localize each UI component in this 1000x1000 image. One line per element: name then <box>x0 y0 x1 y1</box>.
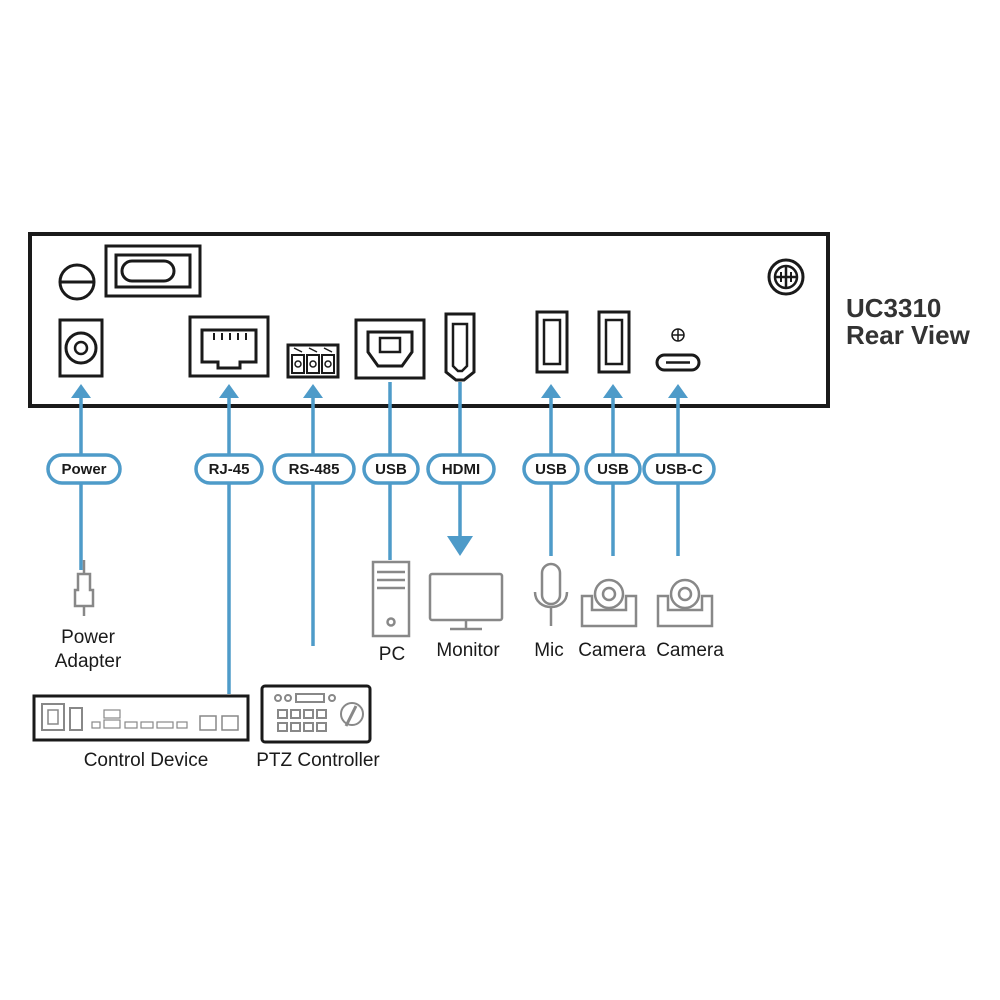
microphone-icon <box>533 562 569 626</box>
port-label-rj45: RJ-45 <box>209 461 250 478</box>
port-label-usb-mic: USB <box>535 461 567 478</box>
monitor-label: Monitor <box>436 640 500 661</box>
ptz-camera-icon <box>656 578 714 628</box>
dc-power-jack-icon <box>58 318 104 378</box>
port-label-rs485: RS-485 <box>289 461 340 478</box>
power-switch-icon <box>104 244 202 298</box>
rj45-port-icon <box>188 315 270 378</box>
rs485-arrowhead <box>303 384 323 398</box>
pc-tower-icon <box>371 560 411 638</box>
hdmi-arrowhead <box>447 536 473 556</box>
port-label-usb-pc: USB <box>375 461 407 478</box>
port-labels: Power RJ-45 RS-485 USB HDMI USB USB USB-… <box>46 453 716 485</box>
rear-panel <box>28 232 830 408</box>
pc-label: PC <box>379 644 405 665</box>
title-model: UC3310 <box>846 293 941 323</box>
ptz-camera-icon <box>580 578 638 628</box>
power-adapter-label-1: Power <box>61 627 116 648</box>
usb-a-port-icon <box>535 310 569 374</box>
port-label-usbc-cam: USB-C <box>655 461 703 478</box>
rs485-terminal-icon <box>286 343 340 379</box>
title-view: Rear View <box>846 320 971 350</box>
power-adapter-label-2: Adapter <box>55 651 122 672</box>
usb-a-port-icon <box>597 310 631 374</box>
control-device-icon <box>32 694 250 742</box>
camera2-label: Camera <box>656 640 724 661</box>
usbc-cam-arrowhead <box>668 384 688 398</box>
monitor-icon <box>428 572 504 631</box>
port-label-hdmi: HDMI <box>442 461 480 478</box>
usb-b-port-icon <box>354 318 426 380</box>
mic-label: Mic <box>534 640 564 661</box>
ground-screw-icon <box>767 258 805 296</box>
ptz-controller-label: PTZ Controller <box>256 750 380 771</box>
port-label-usb-cam: USB <box>597 461 629 478</box>
usb-mic-arrowhead <box>541 384 561 398</box>
rj45-arrowhead <box>219 384 239 398</box>
plug-icon <box>73 560 95 616</box>
camera1-label: Camera <box>578 640 646 661</box>
port-label-power: Power <box>61 461 106 478</box>
ptz-controller-icon <box>260 684 372 744</box>
usb-cam-arrowhead <box>603 384 623 398</box>
power-arrowhead <box>71 384 91 398</box>
usb-c-port-icon <box>655 328 701 372</box>
control-device-label: Control Device <box>84 750 209 771</box>
fuse-holder-icon <box>58 263 96 301</box>
hdmi-port-icon <box>444 312 476 382</box>
